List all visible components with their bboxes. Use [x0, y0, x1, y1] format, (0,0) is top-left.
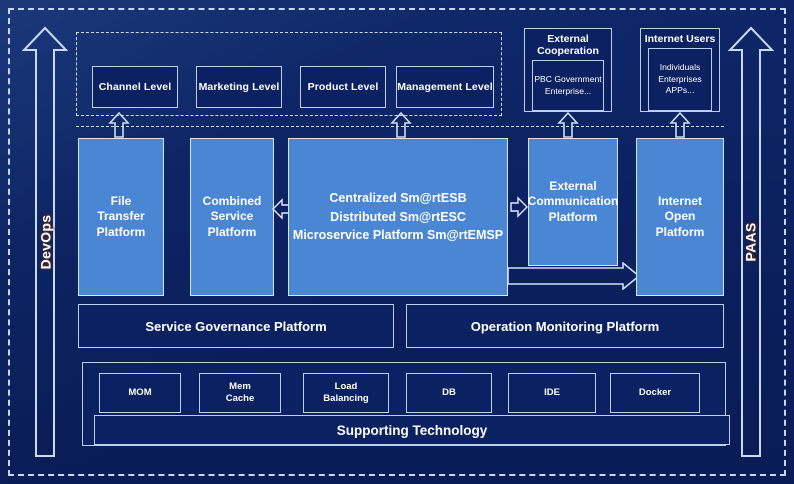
outer-dashed-frame — [8, 8, 786, 476]
technology-box-mom[interactable]: MOM — [99, 373, 181, 413]
internet-users-item-3: APPs... — [665, 85, 695, 96]
technology-load-balancing-line1: Load — [334, 380, 358, 392]
external-cooperation-title: External Cooperation — [525, 33, 611, 57]
external-cooperation-item-1: PBC Government — [534, 73, 602, 84]
external-cooperation-title-line2: Cooperation — [537, 45, 599, 57]
connector-arrow-right-esb-to-extcomm — [510, 196, 528, 218]
governance-operation-monitoring-label: Operation Monitoring Platform — [470, 318, 660, 334]
governance-service-platform-label: Service Governance Platform — [145, 318, 327, 334]
connector-arrow-up-internet-open — [669, 112, 691, 138]
connector-arrow-up-channel — [108, 112, 130, 138]
platform-internet-open[interactable]: Internet Open Platform — [636, 138, 724, 296]
devops-arrow-label-wrap: DevOps — [22, 26, 68, 458]
business-levels-group — [76, 32, 502, 116]
technology-box-ide[interactable]: IDE — [508, 373, 596, 413]
platform-esb-core[interactable]: Centralized Sm@rtESB Distributed Sm@rtES… — [288, 138, 508, 296]
paas-arrow-label-wrap: PAAS — [728, 26, 774, 458]
internet-users-title-line1: Internet Users — [644, 33, 716, 45]
technology-db-line1: DB — [442, 386, 456, 398]
internet-users-group[interactable]: Internet Users Individuals Enterprises A… — [640, 28, 720, 112]
paas-arrow-label: PAAS — [743, 222, 759, 262]
level-box-channel[interactable]: Channel Level — [92, 66, 178, 108]
external-cooperation-group[interactable]: External Cooperation PBC Government Ente… — [524, 28, 612, 112]
external-cooperation-title-line1: External — [547, 33, 589, 45]
platform-file-transfer[interactable]: File Transfer Platform — [78, 138, 164, 296]
platform-combined-service-line2: Service — [210, 209, 254, 224]
platform-internet-open-line3: Platform — [655, 224, 705, 239]
internet-users-item-1: Individuals — [659, 62, 701, 73]
technology-mem-cache-line2: Cache — [225, 393, 255, 404]
technology-box-load-balancing[interactable]: Load Balancing — [303, 373, 389, 413]
platform-external-communication-line3: Platform — [548, 209, 598, 224]
level-label-channel: Channel Level — [98, 81, 172, 93]
external-cooperation-item-2: Enterprise... — [544, 85, 592, 96]
platform-esb-line2: Distributed Sm@rtESC — [330, 209, 466, 224]
technology-ide-line1: IDE — [544, 386, 560, 398]
technology-docker-line1: Docker — [638, 386, 672, 398]
platform-file-transfer-line1: File — [110, 193, 132, 208]
supporting-technology-bar[interactable]: Supporting Technology — [94, 415, 730, 445]
level-box-management[interactable]: Management Level — [396, 66, 494, 108]
platform-esb-line1: Centralized Sm@rtESB — [329, 190, 467, 205]
platform-external-communication-line1: External — [549, 178, 597, 193]
level-label-management: Management Level — [397, 81, 493, 93]
platform-internet-open-line1: Internet — [657, 193, 702, 208]
devops-arrow: DevOps — [22, 26, 68, 458]
paas-arrow: PAAS — [728, 26, 774, 458]
technology-box-docker[interactable]: Docker — [610, 373, 700, 413]
layer-separator-dashed — [76, 126, 724, 127]
technology-mem-cache-line1: Mem — [229, 380, 251, 392]
technology-load-balancing-line2: Balancing — [323, 393, 369, 404]
level-label-product: Product Level — [307, 81, 379, 93]
technology-mom-line1: MOM — [128, 386, 152, 398]
level-box-marketing[interactable]: Marketing Level — [196, 66, 282, 108]
level-box-product[interactable]: Product Level — [300, 66, 386, 108]
platform-esb-line3: Microservice Platform Sm@rtEMSP — [292, 228, 504, 243]
technology-box-mem-cache[interactable]: Mem Cache — [199, 373, 281, 413]
platform-external-communication[interactable]: External Communication Platform — [528, 138, 618, 266]
governance-service-platform[interactable]: Service Governance Platform — [78, 304, 394, 348]
external-cooperation-items: PBC Government Enterprise... — [532, 60, 604, 111]
internet-users-title: Internet Users — [641, 33, 719, 45]
level-label-marketing: Marketing Level — [198, 81, 280, 93]
internet-users-items: Individuals Enterprises APPs... — [648, 48, 712, 111]
platform-internet-open-line2: Open — [664, 209, 696, 224]
platform-combined-service[interactable]: Combined Service Platform — [190, 138, 274, 296]
platform-file-transfer-line2: Transfer — [97, 209, 145, 224]
connector-arrow-up-external-comm — [557, 112, 579, 138]
connector-arrow-up-product — [390, 112, 412, 138]
platform-external-communication-line2: Communication — [527, 194, 619, 209]
technology-box-db[interactable]: DB — [406, 373, 492, 413]
connector-arrow-long-right-to-internet-open — [508, 262, 640, 290]
devops-arrow-label: DevOps — [37, 214, 53, 270]
governance-operation-monitoring[interactable]: Operation Monitoring Platform — [406, 304, 724, 348]
platform-combined-service-line3: Platform — [207, 224, 257, 239]
internet-users-item-2: Enterprises — [658, 73, 702, 84]
platform-combined-service-line1: Combined — [202, 193, 262, 208]
platform-file-transfer-line3: Platform — [96, 224, 146, 239]
supporting-technology-label: Supporting Technology — [336, 422, 488, 438]
